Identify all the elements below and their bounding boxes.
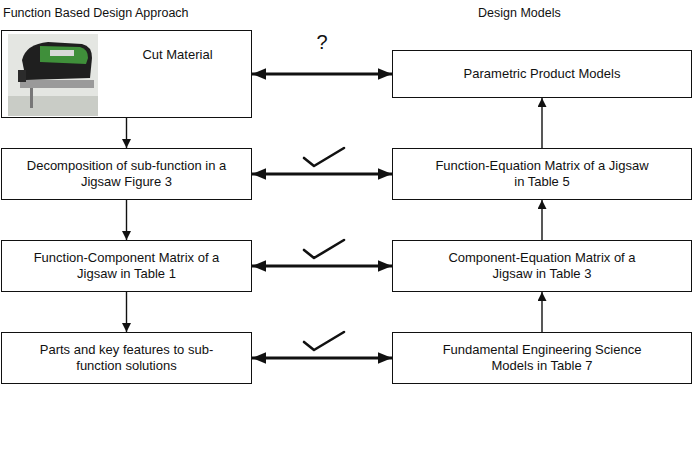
double-arrow	[252, 265, 392, 268]
process-box: Parts and key features to sub-function s…	[1, 332, 252, 384]
process-box: Fundamental Engineering Science Models i…	[392, 332, 692, 384]
box-label: Component-Equation Matrix of a Jigsaw in…	[432, 250, 652, 283]
flow-arrow	[126, 292, 127, 332]
box-text-group: Parts and key features to sub-function s…	[19, 342, 234, 375]
check-mark	[304, 240, 344, 258]
box-text-group: Cut Material	[142, 47, 212, 63]
flow-arrow	[126, 118, 127, 148]
flow-arrow	[541, 98, 542, 148]
column-heading: Design Models	[478, 6, 561, 20]
box-text-group: Function-Component Matrix of a Jigsaw in…	[19, 250, 234, 283]
box-text-group: Fundamental Engineering Science Models i…	[432, 342, 652, 375]
check-mark	[304, 332, 344, 350]
flow-arrow	[541, 292, 542, 332]
box-label: Cut Material	[142, 47, 212, 63]
process-box: Component-Equation Matrix of a Jigsaw in…	[392, 240, 692, 292]
column-heading: Function Based Design Approach	[3, 6, 189, 20]
process-box: Function-Equation Matrix of a Jigsaw in …	[392, 148, 692, 200]
double-arrow	[252, 173, 392, 176]
double-arrow	[252, 73, 392, 76]
flow-arrow	[126, 200, 127, 240]
double-arrow	[252, 357, 392, 360]
box-label: Function-Component Matrix of a Jigsaw in…	[19, 250, 234, 283]
process-box: Cut Material	[1, 30, 252, 118]
process-box: Function-Component Matrix of a Jigsaw in…	[1, 240, 252, 292]
check-mark	[304, 148, 344, 166]
box-text-group: Function-Equation Matrix of a Jigsaw in …	[432, 158, 652, 191]
box-label: Parametric Product Models	[464, 66, 621, 82]
process-box: Parametric Product Models	[392, 50, 692, 98]
jigsaw-photo	[8, 34, 98, 116]
box-text-group: Decomposition of sub-function in a Jigsa…	[19, 158, 234, 191]
check-marks	[304, 148, 344, 350]
edge-label: ?	[314, 32, 329, 52]
box-label: Function-Equation Matrix of a Jigsaw in …	[432, 158, 652, 191]
box-text-group: Component-Equation Matrix of a Jigsaw in…	[432, 250, 652, 283]
process-box: Decomposition of sub-function in a Jigsa…	[1, 148, 252, 200]
box-text-group: Parametric Product Models	[464, 66, 621, 82]
box-label: Parts and key features to sub-function s…	[19, 342, 234, 375]
flow-arrow	[541, 200, 542, 240]
box-label: Fundamental Engineering Science Models i…	[432, 342, 652, 375]
box-label: Decomposition of sub-function in a Jigsa…	[19, 158, 234, 191]
